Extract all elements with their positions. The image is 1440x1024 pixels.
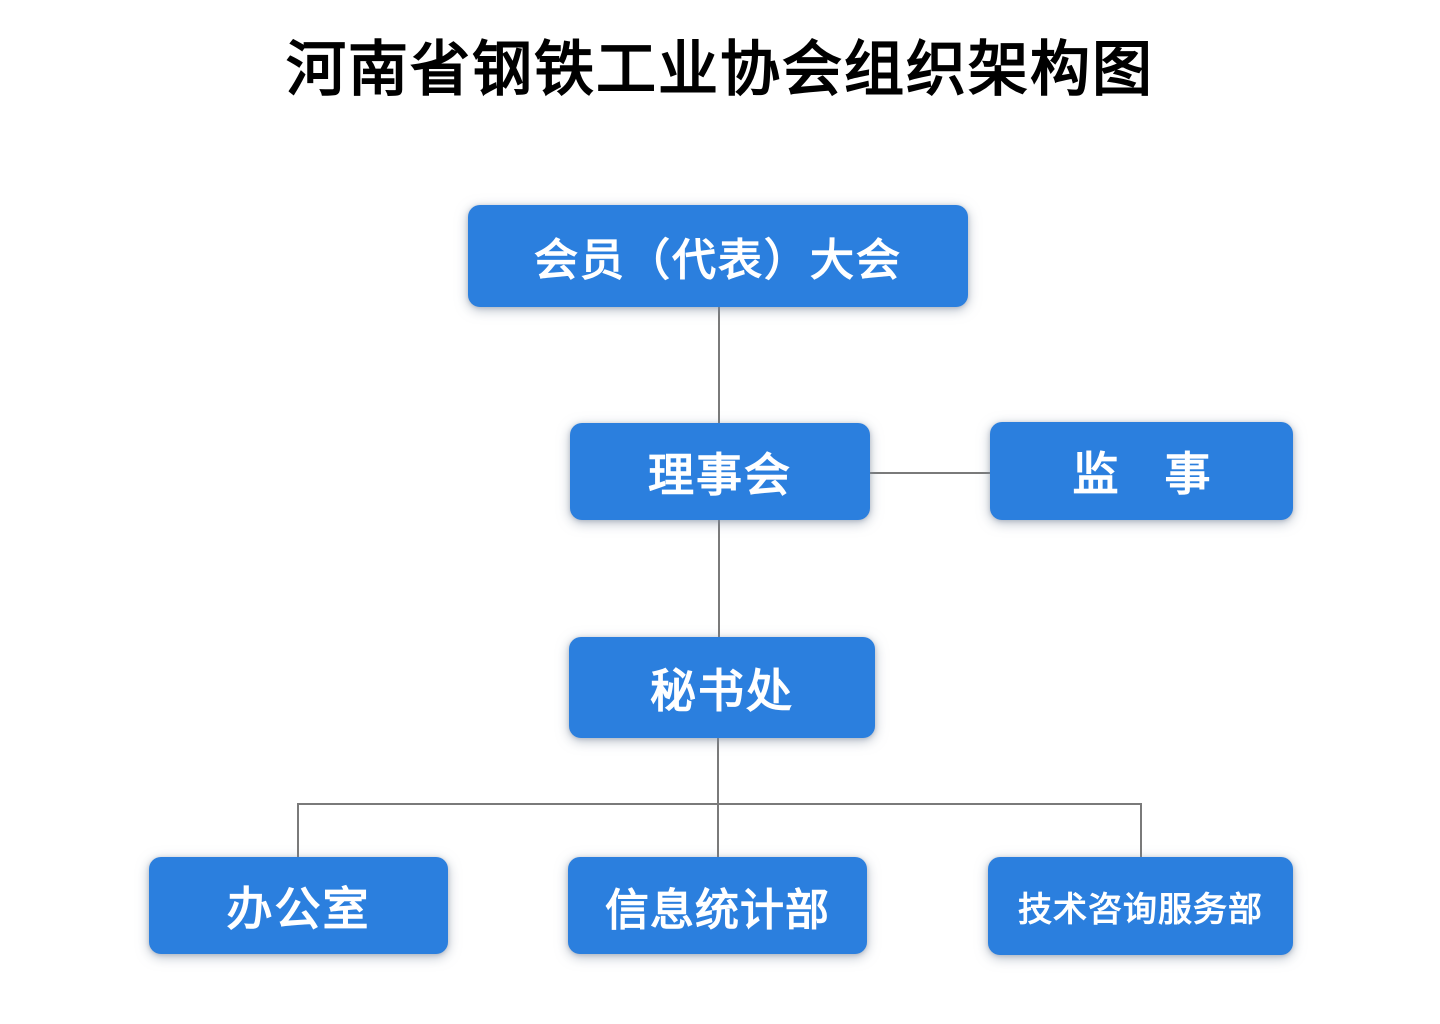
org-node-label: 办公室 xyxy=(226,882,371,935)
org-node-supervisor: 监 事 xyxy=(990,422,1293,520)
org-node-member-assembly: 会员（代表）大会 xyxy=(468,205,968,307)
org-node-label: 理事会 xyxy=(648,448,792,501)
connector-assembly-council xyxy=(718,307,720,423)
connector-council-secretariat xyxy=(718,520,720,637)
org-node-label: 信息统计部 xyxy=(605,885,830,935)
org-node-office: 办公室 xyxy=(149,857,448,954)
org-node-label: 技术咨询服务部 xyxy=(1018,890,1263,929)
connector-branch-info-stats xyxy=(717,803,719,857)
org-node-council: 理事会 xyxy=(570,423,870,520)
org-node-tech-service: 技术咨询服务部 xyxy=(988,857,1293,955)
connector-branch-tech-service xyxy=(1140,803,1142,857)
org-node-label: 秘书处 xyxy=(650,664,794,717)
org-node-label: 会员（代表）大会 xyxy=(534,236,902,285)
connector-branch-horizontal xyxy=(297,803,1142,805)
connector-secretariat-stem xyxy=(717,738,719,804)
connector-council-supervisor xyxy=(870,472,990,474)
org-node-label: 监 事 xyxy=(1072,448,1211,500)
page-title: 河南省钢铁工业协会组织架构图 xyxy=(286,37,1154,103)
org-node-secretariat: 秘书处 xyxy=(569,637,875,738)
org-node-info-stats: 信息统计部 xyxy=(568,857,867,954)
connector-branch-office xyxy=(297,803,299,857)
